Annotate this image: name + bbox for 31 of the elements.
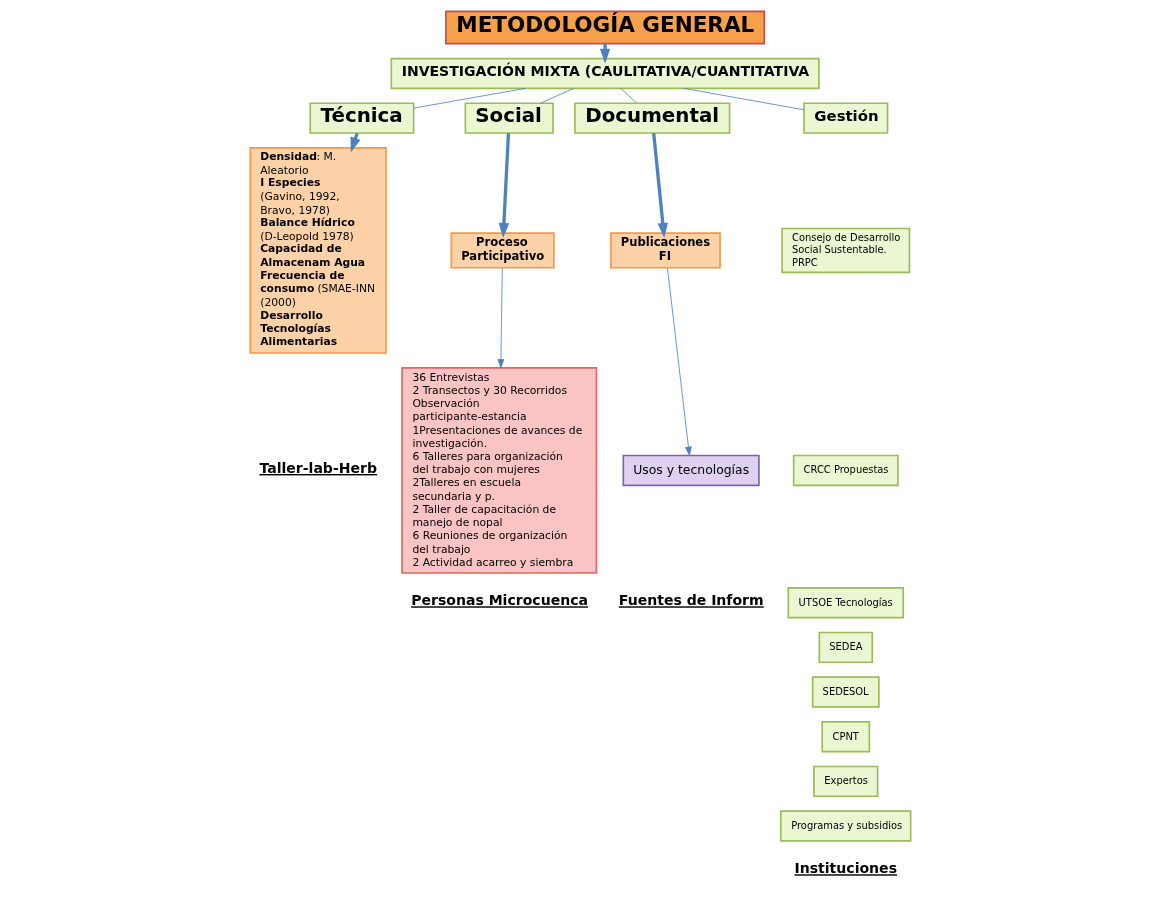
- arrow: [667, 267, 692, 456]
- node-box: Social: [464, 102, 554, 134]
- node-box: SEDESOL: [811, 676, 880, 708]
- node-box: CRCC Propuestas: [792, 454, 899, 487]
- node-box: Proceso Participativo: [450, 232, 555, 269]
- node-box: Expertos: [813, 765, 879, 798]
- connector: [540, 87, 575, 104]
- node-box: Consejo de Desarrollo Social Sustentable. PRPC: [781, 227, 911, 274]
- label: Personas Microcuenca: [411, 592, 589, 609]
- node-box: SEDEA: [818, 631, 874, 664]
- label: Instituciones: [794, 860, 898, 877]
- node-box: Gestión: [803, 102, 889, 134]
- arrow: [497, 267, 505, 369]
- node-box: CPNT: [821, 721, 871, 753]
- node-box: Usos y tecnologías: [622, 454, 760, 487]
- node-box: Densidad: M. Aleatorio I Especies (Gavino, 1992, Bravo, 1978) Balance Hídrico (D-Leopold 1978) Capacidad de Almacenam Agua Frecuencia de consumo (SMAE-INN (2000) Desarrollo Tecnologías Alimentarias: [249, 147, 387, 354]
- node-box: Programas y subsidios: [780, 810, 912, 842]
- arrow: [652, 133, 668, 238]
- node-box: 36 Entrevistas 2 Transectos y 30 Recorridos Observación participante-estancia 1Presentaciones de avances de investigación. 6 Talleres para organización del trabajo con mujeres 2Talleres en escuela secundaria y p. 2 Taller de capacitación de manejo de nopal 6 Reuniones de organización del trabajo 2 Actividad acarreo y siembra: [401, 367, 598, 574]
- label: Fuentes de Inform: [618, 592, 764, 609]
- arrow: [498, 133, 511, 238]
- node-box: INVESTIGACIÓN MIXTA (CAULITATIVA/CUANTITATIVA: [390, 57, 820, 90]
- node-box: UTSOE Tecnologías: [787, 587, 905, 619]
- node-box: Publicaciones FI: [610, 232, 721, 269]
- label: Taller-lab-Herb: [259, 459, 378, 476]
- node-box: Técnica: [309, 102, 415, 134]
- connector: [620, 87, 638, 104]
- node-box: METODOLOGÍA GENERAL: [445, 10, 766, 45]
- connector: [413, 87, 526, 109]
- arrow: [599, 43, 611, 64]
- node-box: Documental: [574, 102, 731, 134]
